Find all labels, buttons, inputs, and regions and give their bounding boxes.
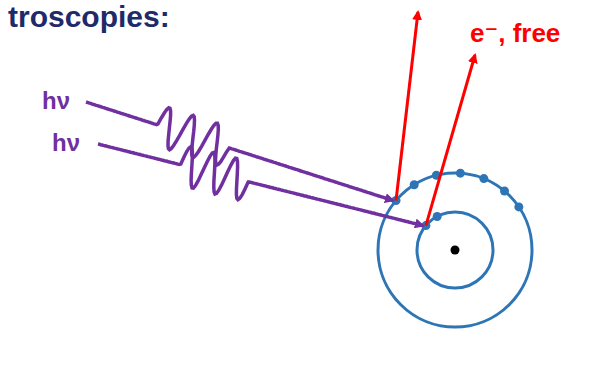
electron-dot bbox=[514, 202, 523, 211]
electron-dot bbox=[410, 180, 419, 189]
ejected-electron-arrow bbox=[396, 12, 418, 201]
inner-shell bbox=[417, 212, 493, 288]
photon-label: hν bbox=[42, 89, 70, 113]
nucleus bbox=[451, 246, 460, 255]
photon-label: hν bbox=[52, 131, 80, 155]
electron-dot bbox=[456, 169, 465, 178]
ejected-electron-arrow bbox=[426, 55, 475, 226]
outer-shell bbox=[378, 173, 532, 327]
electron-dot bbox=[500, 187, 509, 196]
electron-dot bbox=[479, 174, 488, 183]
electron-dot bbox=[433, 212, 442, 221]
electron-label: e⁻, free bbox=[470, 20, 560, 46]
heading-fragment: troscopies: bbox=[8, 2, 170, 32]
photon-wave bbox=[98, 144, 423, 226]
